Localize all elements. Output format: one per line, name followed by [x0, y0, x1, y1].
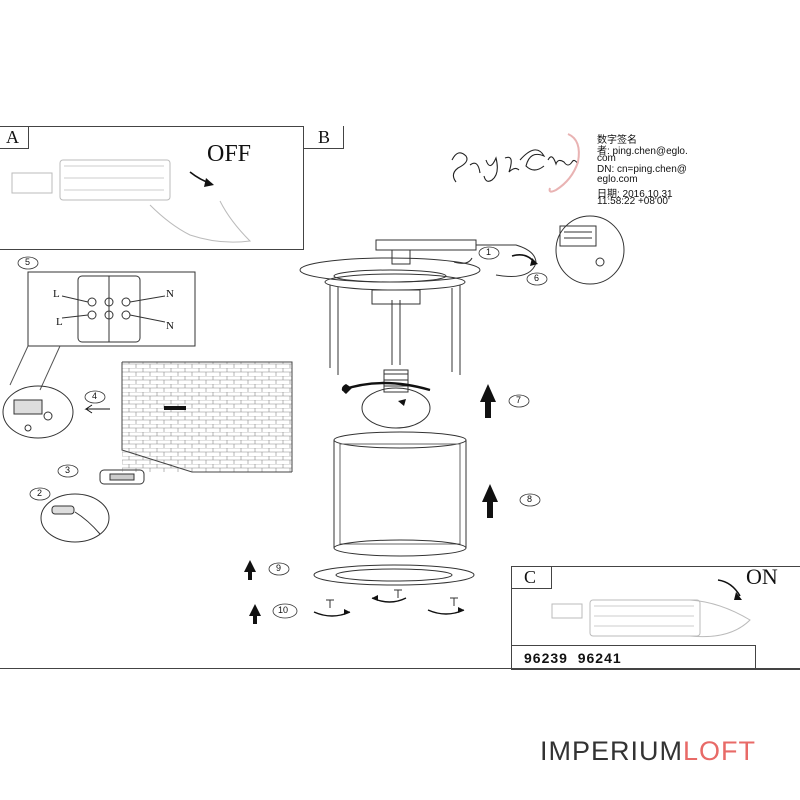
panel-a-action: OFF	[207, 141, 252, 167]
wire-n-top: N	[166, 288, 174, 300]
panel-c-letter-box	[511, 566, 552, 589]
wiring-box	[9, 271, 196, 391]
panel-c-action: ON	[746, 564, 778, 589]
signature-line-6: 日期: 2016.10.31	[597, 189, 673, 200]
connector-part	[99, 469, 145, 485]
wire-l-bottom: L	[56, 316, 63, 328]
lamp-canopy	[299, 257, 481, 375]
wire-n-bottom: N	[166, 320, 174, 332]
switch-on-illustration	[551, 599, 751, 638]
step-6: 6	[534, 273, 540, 283]
brick-wall	[121, 361, 293, 473]
step-5: 5	[25, 257, 31, 267]
brand-part-1: IMPERIUM	[540, 736, 683, 766]
up-arrow-8	[482, 484, 498, 518]
step-1: 1	[486, 247, 492, 257]
switch-off-illustration	[11, 159, 252, 243]
step-10: 10	[278, 605, 289, 615]
cable-part	[40, 493, 110, 543]
model-numbers: 96239 96241	[524, 650, 622, 666]
signature-line-1: 数字签名	[597, 135, 637, 146]
up-arrow-10	[249, 604, 261, 624]
step-8: 8	[527, 494, 533, 504]
wire-l-top: L	[53, 288, 60, 300]
model-vline	[755, 645, 756, 668]
panel-a-frame	[0, 126, 304, 250]
up-arrow-9	[244, 560, 256, 580]
signature-line-7: 11:58:22 +08'00'	[597, 196, 670, 207]
step-2: 2	[37, 488, 43, 498]
bulb	[361, 369, 431, 429]
wall-bracket	[555, 215, 625, 285]
step-4: 4	[92, 391, 98, 401]
step-9: 9	[276, 563, 282, 573]
glass-shade	[333, 431, 467, 557]
wall-mount-plate	[2, 385, 74, 439]
up-arrow-7	[480, 384, 496, 418]
signature-line-2: 者: ping.chen@eglo.	[597, 146, 688, 157]
panel-b-letter: B	[318, 127, 331, 147]
brand-part-2: LOFT	[683, 736, 757, 766]
step-3: 3	[65, 465, 71, 475]
bottom-plate	[313, 564, 475, 586]
brand-logo: IMPERIUMLOFT	[540, 736, 756, 767]
signature-line-3: com	[597, 153, 616, 164]
signature-line-4: DN: cn=ping.chen@	[597, 164, 687, 175]
panel-c-frame	[511, 566, 800, 670]
model-separator	[511, 645, 755, 646]
panel-b-letter-box	[303, 126, 344, 149]
on-arrow	[717, 579, 741, 597]
panel-a-letter: A	[6, 127, 19, 147]
panel-c-letter: C	[524, 567, 537, 587]
panel-a-letter-box	[0, 126, 29, 149]
signature-line-5: eglo.com	[597, 174, 638, 185]
page-bottom-rule	[0, 668, 800, 669]
step-7: 7	[516, 395, 522, 405]
screws	[326, 589, 458, 608]
